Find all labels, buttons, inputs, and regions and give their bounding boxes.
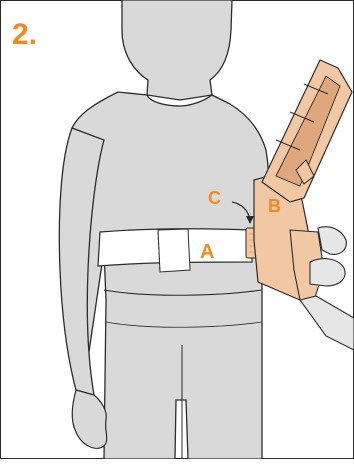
label-b: B — [268, 196, 281, 216]
label-a: A — [200, 241, 214, 263]
belt-fold — [158, 229, 190, 272]
helper-hand-lower — [310, 259, 345, 286]
label-c: C — [208, 188, 221, 208]
step-number: 2. — [12, 18, 37, 51]
